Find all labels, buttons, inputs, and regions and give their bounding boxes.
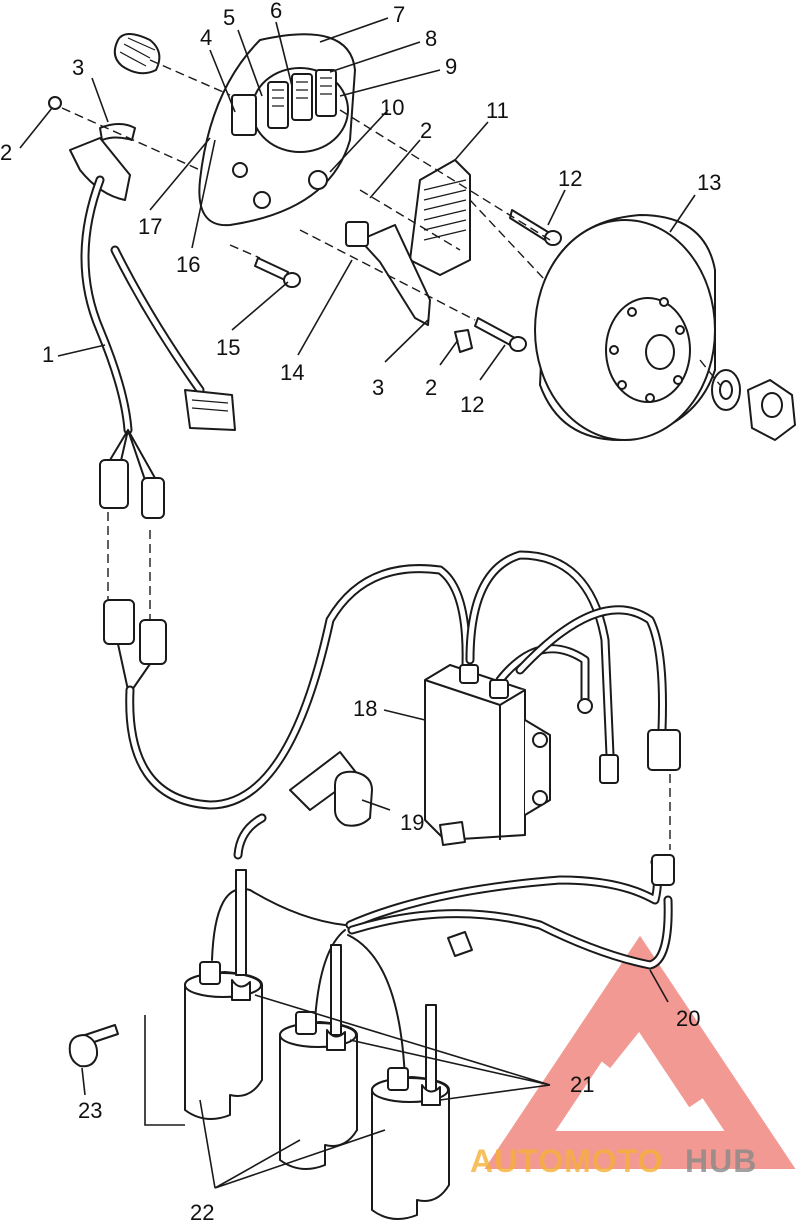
callout-label: 15 <box>216 335 240 360</box>
wire-clamp <box>48 96 136 201</box>
leader-lines <box>19 17 696 1189</box>
wiring-harness <box>80 175 236 519</box>
screw <box>254 257 301 288</box>
callout-label: 2 <box>425 375 437 400</box>
callout-label: 10 <box>380 95 404 120</box>
callout-label: 12 <box>558 166 582 191</box>
watermark-logo <box>484 935 796 1169</box>
mounting-bracket <box>345 221 431 326</box>
callout-labels: 1 2 3 4 5 6 7 8 9 10 11 12 13 14 15 16 1… <box>0 0 721 1225</box>
harness-clip <box>447 931 473 957</box>
cdi-harness <box>125 550 681 810</box>
watermark-text-part1: AUTOMOTO <box>470 1143 663 1179</box>
screw <box>454 329 473 353</box>
callout-label: 13 <box>697 170 721 195</box>
callout-label: 7 <box>393 2 405 27</box>
spark-plug-cap <box>289 751 373 827</box>
callout-label: 11 <box>486 98 509 123</box>
callout-label: 21 <box>570 1072 594 1097</box>
callout-label: 16 <box>176 252 200 277</box>
assembly-lines <box>61 59 721 850</box>
callout-label: 6 <box>270 0 282 23</box>
washer <box>711 369 741 411</box>
harness-connector <box>103 599 167 691</box>
callout-label: 19 <box>400 810 424 835</box>
coil-harness <box>211 813 675 1081</box>
flywheel-nut <box>747 379 796 441</box>
callout-label: 22 <box>190 1200 214 1225</box>
watermark-text: AUTOMOTO HUB <box>470 1143 757 1179</box>
watermark-text-part2: HUB <box>685 1143 757 1179</box>
callout-label: 2 <box>420 118 432 143</box>
callout-label: 12 <box>460 392 484 417</box>
callout-label: 3 <box>372 375 384 400</box>
callout-label: 4 <box>200 25 212 50</box>
callout-label: 8 <box>425 26 437 51</box>
callout-label: 2 <box>0 140 12 165</box>
pickup-coil <box>409 159 471 276</box>
callout-label: 5 <box>223 5 235 30</box>
callout-label: 9 <box>445 54 457 79</box>
stator-plate-assembly <box>198 33 356 227</box>
cdi-box <box>424 664 551 846</box>
screw <box>474 317 527 352</box>
grommet <box>113 33 161 75</box>
callout-label: 23 <box>78 1098 102 1123</box>
callout-label: 18 <box>353 696 377 721</box>
coil-mounting-bolt <box>68 1024 119 1068</box>
callout-label: 3 <box>72 55 84 80</box>
callout-label: 17 <box>138 214 162 239</box>
callout-label: 14 <box>280 360 304 385</box>
ignition-coil <box>371 1004 450 1220</box>
ignition-coil <box>279 944 358 1170</box>
callout-label: 1 <box>42 342 54 367</box>
flywheel <box>534 214 716 441</box>
ignition-coil <box>184 869 263 1120</box>
callout-label: 20 <box>676 1006 700 1031</box>
